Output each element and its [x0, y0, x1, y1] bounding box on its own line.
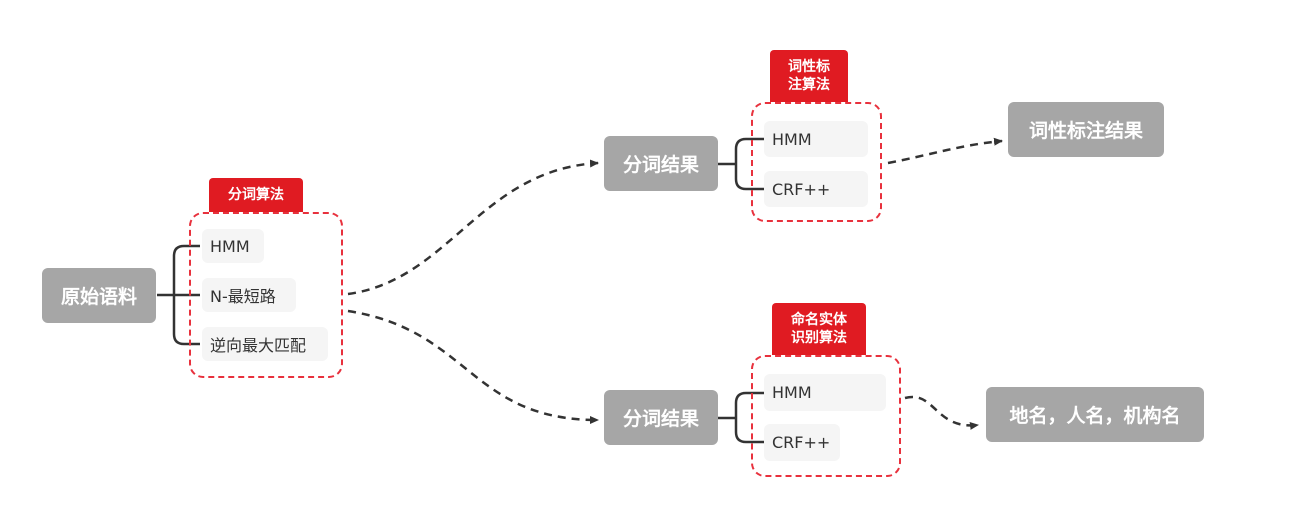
- top-result-bracket: [718, 137, 764, 191]
- root-node: 原始语料: [42, 268, 156, 323]
- ner-algorithm-tag: 命名实体 识别算法: [772, 303, 866, 355]
- arrow-to-pos-output: [887, 137, 1003, 165]
- pos-item-hmm: HMM: [764, 121, 868, 157]
- pos-output-node: 词性标注结果: [1008, 102, 1164, 157]
- top-seg-result-node: 分词结果: [604, 136, 718, 191]
- seg-algorithm-tag: 分词算法: [209, 178, 303, 212]
- ner-item-hmm: HMM: [764, 374, 886, 411]
- bottom-result-bracket: [718, 391, 764, 444]
- ner-algorithm-group: [751, 355, 901, 477]
- arrow-to-ner-output: [904, 395, 979, 430]
- pos-tag-algorithm-tag: 词性标 注算法: [770, 50, 848, 102]
- ner-item-crf: CRF++: [764, 424, 840, 461]
- arrow-to-top-result: [347, 159, 599, 296]
- seg-item-reverse-max-match: 逆向最大匹配: [202, 327, 328, 361]
- seg-item-n-shortest: N-最短路: [202, 278, 296, 312]
- pos-tag-algorithm-group: [751, 102, 882, 222]
- bottom-seg-result-node: 分词结果: [604, 390, 718, 445]
- ner-output-node: 地名，人名，机构名: [986, 387, 1204, 442]
- root-bracket: [157, 244, 200, 346]
- pos-item-crf: CRF++: [764, 171, 868, 207]
- arrow-to-bottom-result: [347, 309, 599, 424]
- seg-algorithm-group: [189, 212, 343, 378]
- seg-item-hmm: HMM: [202, 229, 264, 263]
